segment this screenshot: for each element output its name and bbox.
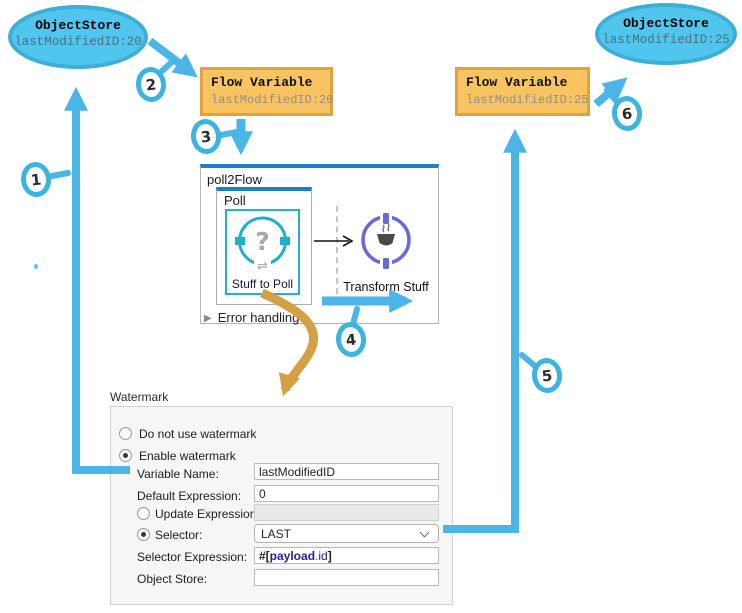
selector-label: Selector: — [155, 528, 203, 542]
badge-tail-1 — [49, 170, 71, 179]
radio-enable-watermark[interactable] — [119, 449, 132, 462]
flow-variable-value: lastModifiedID:20 — [211, 93, 334, 107]
flow-variable-node-before: Flow Variable lastModifiedID:20 — [200, 67, 333, 116]
radio-update-expression[interactable] — [137, 507, 150, 520]
objectstore-value: lastModifiedID:20 — [14, 35, 142, 49]
object-store-input[interactable] — [254, 569, 439, 586]
watermark-section-title: Watermark — [110, 390, 169, 404]
objectstore-node-after: ObjectStore lastModifiedID:25 — [595, 3, 737, 65]
default-expression-input[interactable] — [254, 485, 439, 502]
flow-container: poll2Flow Poll ? ⇌ Stuff to Poll — [200, 164, 439, 325]
selector-expression-input[interactable]: #[payload.id] — [254, 547, 439, 564]
right-port-icon — [280, 237, 290, 245]
variable-name-label: Variable Name: — [137, 467, 219, 481]
expression-property: id — [318, 549, 328, 563]
left-port-icon — [235, 237, 245, 245]
selector-dropdown[interactable]: LAST — [254, 524, 439, 543]
expression-variable: payload — [269, 549, 316, 563]
java-transformer-icon — [361, 213, 411, 269]
objectstore-title: ObjectStore — [623, 16, 709, 31]
poll-scope-label: Poll — [224, 193, 246, 208]
step-badge-4: 4 — [334, 320, 368, 359]
variable-name-input[interactable] — [254, 463, 439, 480]
transformer-component[interactable]: Transform Stuff — [340, 210, 432, 294]
expand-triangle-icon: ▶ — [204, 313, 212, 324]
poller-icon: ? ⇌ — [235, 216, 290, 273]
default-expression-label: Default Expression: — [137, 489, 242, 503]
badge-tail-5 — [519, 352, 538, 369]
coffee-cup-icon — [377, 223, 395, 246]
poller-component[interactable]: ? ⇌ Stuff to Poll — [225, 209, 300, 295]
poll-scope: Poll ? ⇌ Stuff to Poll — [216, 187, 312, 305]
stray-mark — [34, 264, 38, 269]
objectstore-node-before: ObjectStore lastModifiedID:20 — [8, 5, 148, 69]
selector-expression-label: Selector Expression: — [137, 550, 248, 564]
chevron-down-icon — [419, 527, 430, 537]
objectstore-value: lastModifiedID:25 — [602, 33, 730, 47]
update-expression-label: Update Expression: — [155, 507, 260, 521]
exchange-icon: ⇌ — [257, 259, 268, 273]
expression-dot: . — [315, 549, 319, 563]
flow-variable-title: Flow Variable — [466, 75, 568, 90]
error-handling-toggle[interactable]: ▶ Error handling — [204, 310, 299, 325]
step-badge-2: 2 — [134, 65, 168, 104]
object-store-label: Object Store: — [137, 572, 208, 586]
flow-name-label: poll2Flow — [207, 172, 262, 187]
question-icon: ? — [255, 227, 270, 256]
error-handling-label: Error handling — [217, 310, 300, 325]
flow-variable-title: Flow Variable — [211, 75, 313, 90]
flow-variable-node-after: Flow Variable lastModifiedID:25 — [455, 67, 590, 116]
selector-selected-value: LAST — [261, 526, 292, 541]
step-badge-5: 5 — [530, 356, 564, 395]
badge-tail-2 — [159, 57, 177, 74]
radio-do-not-use-watermark[interactable] — [119, 427, 132, 440]
objectstore-title: ObjectStore — [35, 18, 121, 33]
badge-tail-3 — [218, 129, 240, 138]
poller-label: Stuff to Poll — [231, 277, 294, 291]
radio-selector[interactable] — [137, 528, 150, 541]
flow-variable-value: lastModifiedID:25 — [466, 93, 589, 107]
watermark-panel: Do not use watermark Enable watermark Va… — [110, 406, 453, 605]
expression-prefix: #[ — [259, 549, 270, 563]
enable-watermark-label: Enable watermark — [139, 449, 236, 463]
arrow-step-5 — [443, 128, 527, 533]
update-expression-input — [254, 504, 439, 521]
flow-separator-line — [336, 206, 338, 294]
step-badge-6: 6 — [610, 94, 644, 133]
transformer-label: Transform Stuff — [343, 280, 429, 294]
step-badge-1: 1 — [19, 160, 53, 199]
expression-suffix: ] — [327, 549, 332, 563]
do-not-use-watermark-label: Do not use watermark — [139, 427, 257, 441]
step-badge-3: 3 — [189, 117, 223, 156]
